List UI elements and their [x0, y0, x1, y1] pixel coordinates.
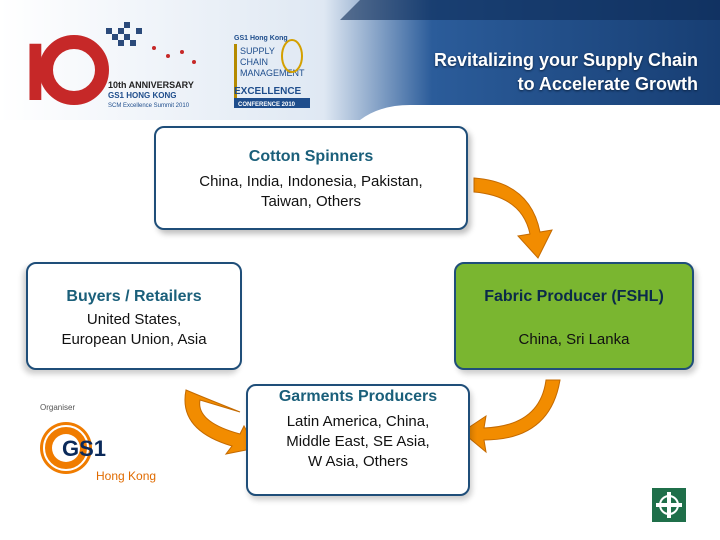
- slide-title: Revitalizing your Supply Chain to Accele…: [434, 48, 698, 96]
- arrow-cotton-to-fabric: [473, 177, 553, 259]
- node-buyers-retailers: Buyers / Retailers United States, Europe…: [26, 262, 242, 370]
- node-line: Taiwan, Others: [260, 193, 362, 210]
- conference-logo-line-2: SUPPLY: [240, 46, 275, 56]
- anniversary-line-2: GS1 HONG KONG: [108, 91, 176, 100]
- node-heading: Fabric Producer (FSHL): [484, 288, 664, 305]
- node-line: United States,: [86, 311, 182, 328]
- title-line-2: to Accelerate Growth: [517, 74, 698, 94]
- node-garments-producers: Garments Producers Latin America, China,…: [246, 384, 470, 496]
- node-line: W Asia, Others: [307, 453, 409, 470]
- organiser-label: Organiser: [40, 403, 75, 412]
- gs1-mark-icon: [652, 488, 686, 522]
- anniversary-line-3: SCM Excellence Summit 2010: [108, 103, 190, 109]
- anniversary-logo: I 10th ANNIVERSARY GS1 HONG KONG SCM Exc…: [24, 22, 196, 118]
- node-heading: Buyers / Retailers: [66, 288, 202, 305]
- anniversary-line-1: 10th ANNIVERSARY: [108, 80, 194, 90]
- node-heading: Cotton Spinners: [248, 148, 374, 165]
- organiser-name: Hong Kong: [96, 469, 156, 483]
- node-line: China, India, Indonesia, Pakistan,: [199, 173, 423, 190]
- conference-logo: GS1 Hong Kong SUPPLY CHAIN MANAGEMENT EX…: [234, 35, 310, 108]
- node-line: European Union, Asia: [61, 331, 207, 348]
- conference-logo-line-1: GS1 Hong Kong: [234, 35, 288, 42]
- node-line: China, Sri Lanka: [518, 331, 630, 348]
- arrow-garments-to-buyers: [184, 389, 257, 455]
- conference-logo-line-3: CHAIN: [240, 57, 268, 67]
- arrow-fabric-to-garments: [461, 379, 561, 454]
- node-cotton-spinners: Cotton Spinners China, India, Indonesia,…: [154, 126, 468, 230]
- header-banner: [0, 0, 720, 120]
- node-heading: Garments Producers: [278, 388, 438, 405]
- node-fabric-producer: Fabric Producer (FSHL) China, Sri Lanka: [454, 262, 694, 370]
- conference-logo-line-5: EXCELLENCE: [234, 86, 302, 97]
- title-line-1: Revitalizing your Supply Chain: [433, 50, 698, 70]
- node-line: Latin America, China,: [286, 413, 430, 430]
- svg-text:I: I: [24, 27, 47, 118]
- organiser-logo: Organiser GS1 Hong Kong: [40, 403, 156, 483]
- conference-logo-line-4: MANAGEMENT: [240, 68, 305, 78]
- node-line: Middle East, SE Asia,: [286, 433, 430, 450]
- conference-logo-line-6: CONFERENCE 2010: [238, 102, 296, 108]
- gs1-logo-text: GS1: [62, 436, 106, 461]
